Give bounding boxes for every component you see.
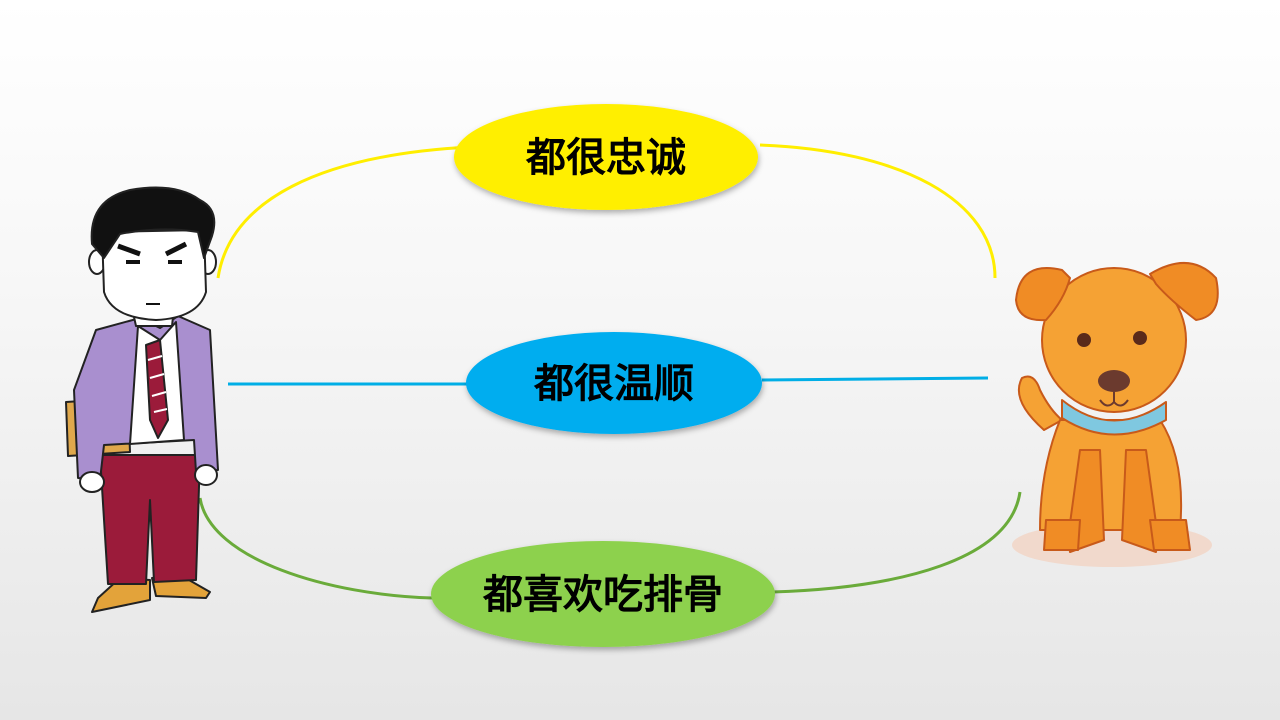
trait-likes-ribs: 都喜欢吃排骨	[431, 541, 775, 647]
trait-likes-ribs-label: 都喜欢吃排骨	[482, 572, 723, 618]
trait-gentle-label: 都很温顺	[533, 361, 694, 407]
man-illustration	[65, 186, 219, 613]
trait-gentle: 都很温顺	[466, 332, 762, 434]
bottom-connector-line	[198, 491, 1022, 600]
trait-loyal-label: 都很忠诚	[525, 135, 686, 181]
top-connector-line	[216, 143, 997, 279]
middle-connector-right	[761, 376, 989, 382]
trait-loyal: 都很忠诚	[454, 104, 758, 210]
dog-illustration	[1012, 261, 1219, 567]
